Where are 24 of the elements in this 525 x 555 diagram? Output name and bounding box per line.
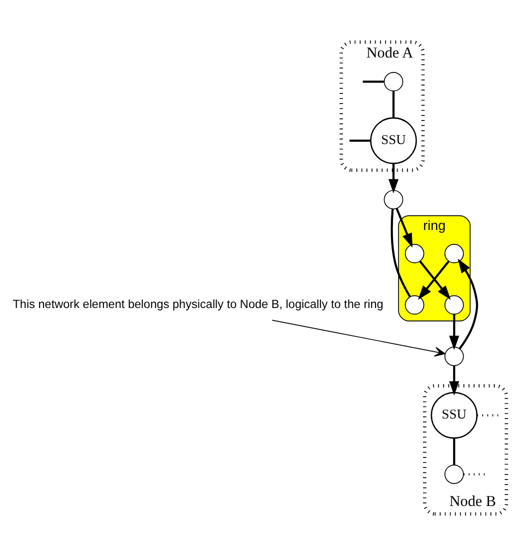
arrow: [396, 208, 413, 248]
arrow: [449, 365, 460, 396]
node-circle: [404, 294, 424, 314]
arrow: [449, 314, 460, 350]
node-circle: [444, 294, 464, 314]
arrow: [272, 319, 446, 356]
connector: [453, 438, 456, 464]
connector: [477, 414, 498, 416]
connector: [464, 472, 485, 475]
arrow: [458, 258, 478, 349]
node-circle: SSU: [370, 116, 417, 164]
node-circle: [444, 346, 464, 366]
node-circle: [384, 189, 404, 209]
connector: [350, 139, 370, 142]
node-circle: [444, 464, 464, 484]
node-circle: SSU: [430, 391, 478, 438]
arrow: [388, 163, 399, 193]
node-circle: [384, 72, 404, 91]
node-circle: [444, 243, 464, 263]
connector: [362, 80, 384, 82]
node-text: This network element belongs physically to Node B, logically to the ring: [12, 298, 384, 311]
connector: [390, 208, 411, 297]
connector: [392, 90, 395, 118]
node-circle: [404, 243, 424, 263]
